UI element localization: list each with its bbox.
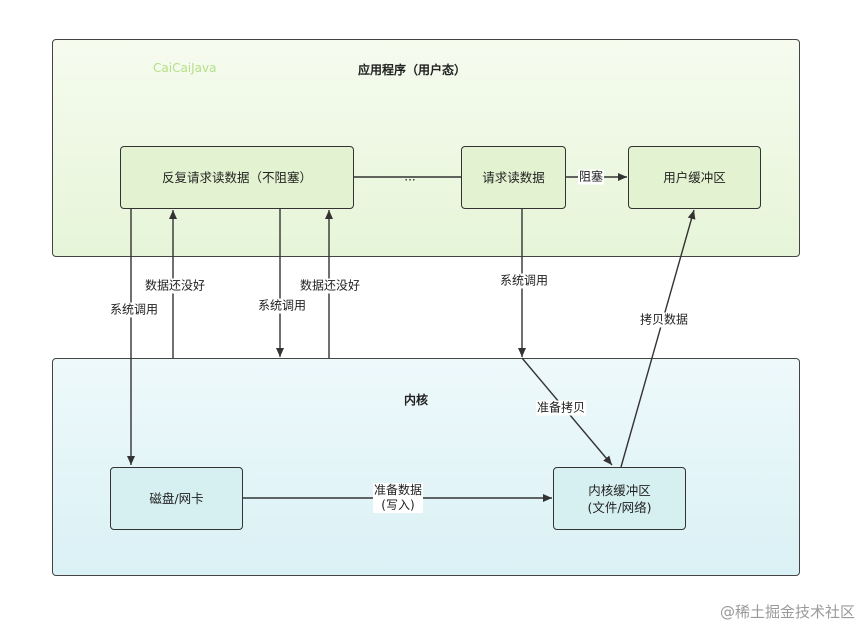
prepare-data-label: 准备数据 (写入) — [372, 483, 424, 513]
copy-data-label: 拷贝数据 — [638, 312, 690, 328]
kernel-title: 内核 — [404, 393, 429, 407]
node-user-buffer: 用户缓冲区 — [628, 146, 761, 209]
prepare-copy-label: 准备拷贝 — [535, 400, 587, 416]
syscall-label-3: 系统调用 — [498, 273, 550, 289]
footer-watermark: @稀土掘金技术社区 — [719, 603, 855, 621]
edge-copy-data — [620, 209, 696, 468]
data-not-ready-label-2: 数据还没好 — [298, 278, 362, 294]
brand-watermark: CaiCaiJava — [153, 61, 217, 75]
blocking-label: 阻塞 — [577, 169, 605, 185]
data-not-ready-label-1: 数据还没好 — [143, 278, 207, 294]
node-kernel-buffer: 内核缓冲区 (文件/网络) — [553, 467, 686, 530]
syscall-label-1: 系统调用 — [108, 302, 160, 318]
node-request-read: 请求读数据 — [461, 146, 566, 209]
node-disk-nic: 磁盘/网卡 — [110, 467, 243, 530]
user-space-title: 应用程序（用户态） — [358, 63, 467, 77]
ellipsis-label: ... — [404, 169, 416, 184]
node-nonblocking-read: 反复请求读数据（不阻塞） — [120, 146, 354, 209]
syscall-label-2: 系统调用 — [256, 298, 308, 314]
